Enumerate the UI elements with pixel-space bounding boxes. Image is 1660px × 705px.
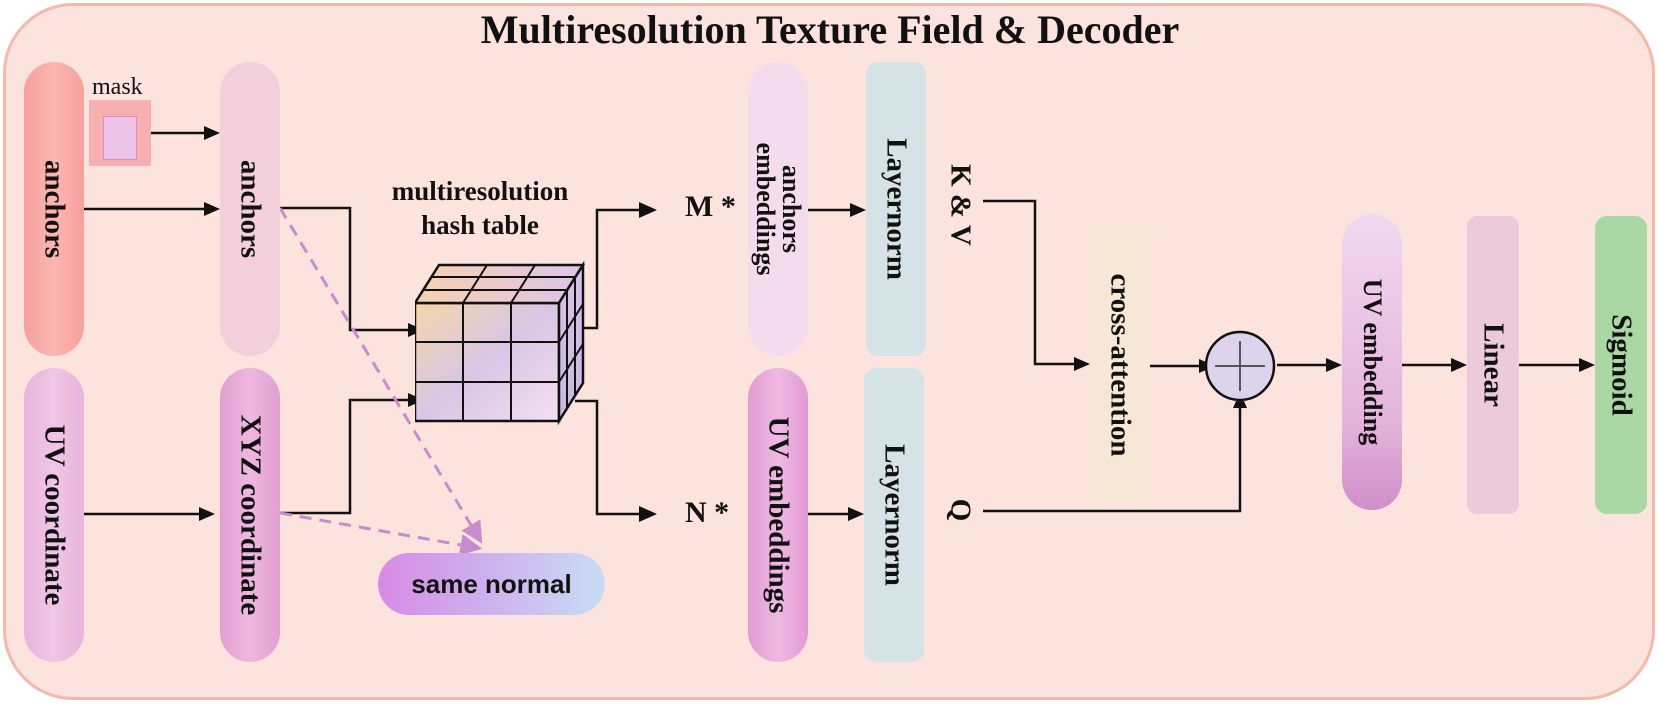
sigmoid-block: Sigmoid [1595,216,1647,514]
uv-embedding-pill: UV embedding [1342,214,1402,510]
xyz-coordinate-pill: XYZ coordinate [220,368,280,662]
m-star-label: M * [685,190,736,223]
layernorm-top-label: Layernorm [880,138,913,280]
q-label-wrap: Q [940,490,980,530]
same-normal-label: same normal [411,568,572,599]
solid-connectors [84,131,1585,516]
sum-node [1204,330,1276,402]
kv-label: K & V [944,164,977,246]
hash-table-cube [415,260,585,425]
anchors-sampled-label: anchors [234,159,267,259]
xyz-coordinate-label: XYZ coordinate [234,414,267,616]
layernorm-bottom-label: Layernorm [878,444,911,586]
uv-embedding-label: UV embedding [1358,278,1387,446]
same-normal-pill: same normal [378,553,605,615]
layernorm-top-block: Layernorm [866,62,926,356]
cross-attention-label: cross-attention [1104,272,1137,457]
anchors-embeddings-label: anchors embeddings [751,142,806,276]
anchors-input-pill: anchors [24,62,84,356]
kv-label-wrap: K & V [940,160,980,250]
anchors-embeddings-line1: anchors [777,164,806,254]
n-star-label: N * [685,496,730,529]
anchors-embeddings-pill: anchors embeddings [748,62,808,356]
diagram-title: Multiresolution Texture Field & Decoder [480,7,1180,52]
mask-swatch [89,100,151,166]
mask-inner-square [103,116,137,160]
uv-coordinate-pill: UV coordinate [24,368,84,662]
hash-table-title-line1: multiresolution [391,176,569,206]
anchors-sampled-pill: anchors [220,62,280,356]
uv-embeddings-pill: UV embeddings [748,368,808,662]
layernorm-bottom-block: Layernorm [864,368,924,662]
anchors-embeddings-line2: embeddings [751,142,780,276]
linear-label: Linear [1477,323,1510,407]
q-label: Q [944,498,977,522]
sigmoid-label: Sigmoid [1605,314,1638,416]
dashed-connectors [278,207,483,556]
linear-block: Linear [1467,216,1519,514]
anchors-input-label: anchors [38,159,71,259]
mask-label: mask [92,74,143,100]
uv-coordinate-label: UV coordinate [38,424,71,606]
uv-embeddings-label: UV embeddings [762,416,795,614]
hash-table-title-line2: hash table [421,210,539,240]
cross-attention-block: cross-attention [1090,226,1150,503]
